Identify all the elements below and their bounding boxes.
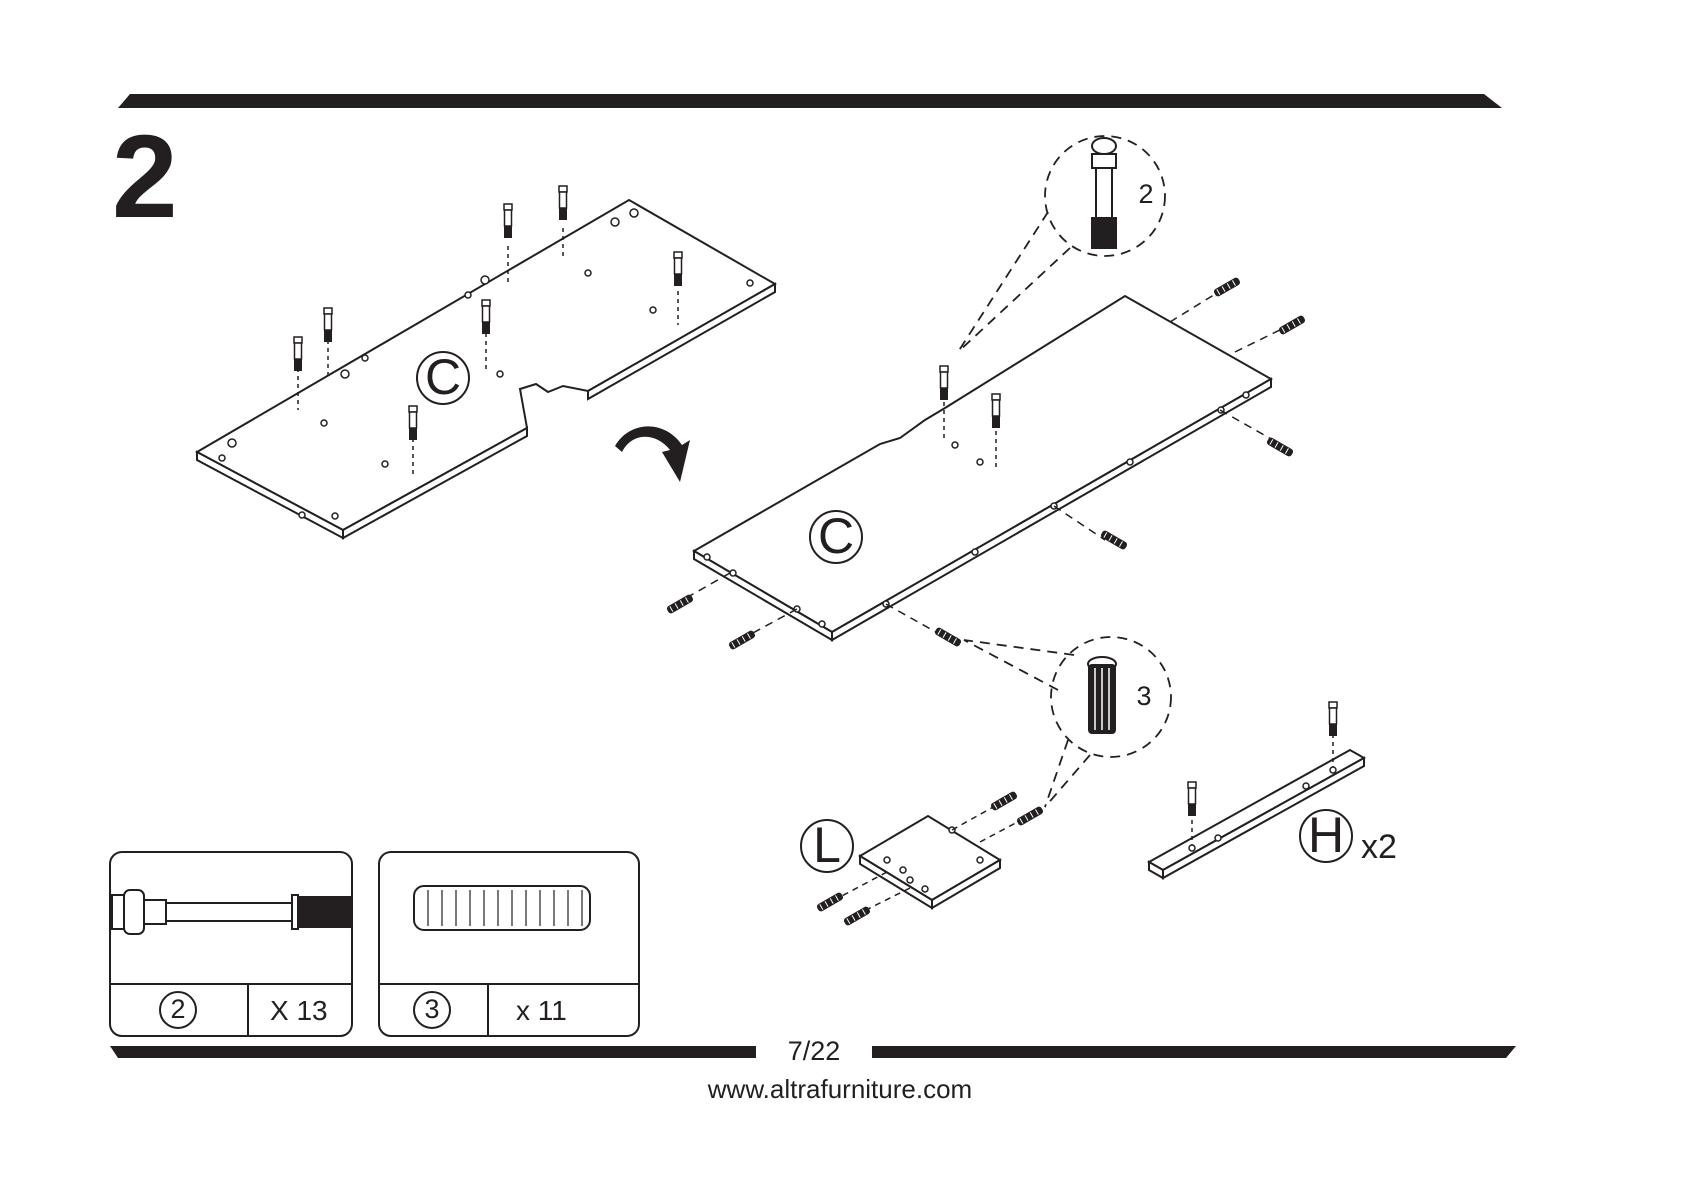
hardware-2-quantity: X 13	[270, 997, 328, 1025]
hardware-3-quantity: x 11	[516, 997, 567, 1025]
cam-bolt-icon	[112, 890, 350, 934]
hardware-2-id: 2	[158, 996, 198, 1023]
panel-c-flipped	[694, 296, 1271, 640]
panel-c-flipped-label: C	[810, 511, 862, 561]
website-url[interactable]: www.altrafurniture.com	[600, 1074, 1080, 1105]
dowel-icon	[1088, 657, 1116, 734]
dowel-icon	[414, 886, 590, 930]
part-h-label: H	[1300, 810, 1352, 860]
rotate-arrow-icon	[615, 426, 690, 482]
page-number: 7/22	[756, 1032, 872, 1070]
hardware-3-id: 3	[412, 996, 452, 1023]
cam-bolt-icon	[1092, 138, 1116, 248]
panel-c-label: C	[417, 352, 469, 402]
part-l-label: L	[801, 820, 853, 870]
dowel-callout-number: 3	[1124, 683, 1164, 710]
part-h-quantity: x2	[1361, 830, 1397, 864]
cam-bolt-callout-number: 2	[1126, 181, 1166, 208]
dowel-callout	[964, 637, 1171, 807]
step-number: 2	[112, 118, 176, 236]
header-bar	[118, 94, 1502, 108]
